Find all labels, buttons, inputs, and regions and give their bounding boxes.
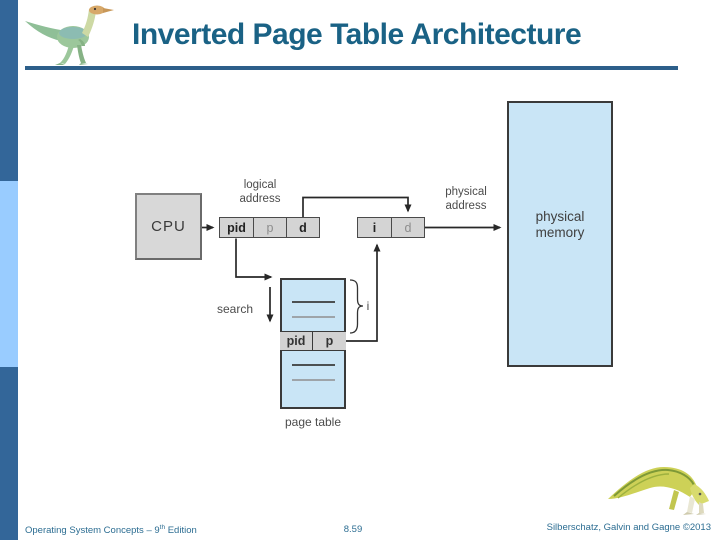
footer-page-number: 8.59: [343, 524, 363, 535]
physical-address-label: physical address: [426, 186, 506, 213]
footer-book-title-suffix: Edition: [165, 525, 197, 537]
physical-memory-line1: physical: [535, 209, 585, 224]
index-brace-label: i: [366, 299, 370, 313]
dino-leg-back: [77, 45, 86, 63]
dino-neck: [82, 9, 96, 37]
dino2-stripe-2: [617, 473, 670, 499]
title-underline: [25, 66, 678, 70]
logical-cell-p: p: [252, 218, 286, 237]
dino-leg-front: [60, 45, 74, 64]
dino2-foot: [683, 512, 694, 515]
physical-address-line2: address: [445, 199, 487, 212]
entry-cell-pid: pid: [280, 332, 313, 350]
logical-address-line1: logical: [243, 179, 277, 191]
entry-cell-p: p: [325, 334, 334, 348]
dino-foot-2: [79, 63, 88, 65]
dino-beak: [103, 8, 114, 13]
physical-address-line1: physical: [445, 186, 487, 198]
dino2-stripe: [613, 468, 695, 497]
cpu-label: CPU: [151, 218, 186, 235]
physical-cell-d: d: [391, 218, 424, 237]
dino-tail: [25, 21, 67, 41]
dinosaur-logo-icon: [25, 5, 114, 65]
page-title: Inverted Page Table Architecture: [132, 18, 582, 51]
sidebar-bar-bottom: [0, 367, 18, 540]
arrow-entry-to-i: [346, 243, 381, 342]
physical-cell-i: i: [372, 220, 377, 235]
dino2-front-leg: [687, 496, 695, 513]
dino-eye: [93, 7, 97, 11]
logical-address-register: pid p d: [219, 217, 320, 238]
dino-foot: [55, 63, 65, 65]
dinosaur-image: [608, 467, 709, 515]
dino2-hind-leg: [669, 490, 679, 510]
sidebar-bar-top: [0, 0, 18, 181]
physical-memory-line2: memory: [535, 224, 585, 240]
cpu-box: CPU: [135, 193, 202, 260]
footer-copyright: Silberschatz, Galvin and Gagne ©2013: [546, 522, 711, 533]
page-table-entry-row: pid p: [280, 331, 346, 351]
logical-address-label: logical address: [214, 179, 306, 206]
arrow-d-to-physical-d: [302, 196, 412, 217]
dino2-front-leg-2: [699, 502, 704, 513]
page-table-label: page table: [284, 415, 342, 429]
physical-memory-box: physical memory: [507, 101, 613, 367]
footer-book-title: Operating System Concepts – 9th Edition: [25, 524, 197, 536]
logical-cell-d: d: [285, 218, 319, 237]
sidebar-bar-middle: [0, 181, 18, 367]
physical-address-register: i d: [357, 217, 425, 238]
footer-book-title-text: Operating System Concepts – 9: [25, 525, 160, 537]
dino2-foot-2: [696, 513, 706, 515]
dino-head: [89, 5, 105, 15]
logical-address-line2: address: [239, 192, 281, 205]
logical-cell-pid: pid: [227, 220, 246, 235]
arrow-pid-to-page-table: [235, 238, 273, 281]
footer-book-title-sup: th: [159, 524, 166, 531]
dino-body-shade: [59, 27, 87, 39]
search-label: search: [217, 302, 254, 316]
dino2-body-tail: [608, 467, 697, 499]
dino2-eye: [698, 492, 702, 496]
dino-arm: [78, 39, 85, 46]
